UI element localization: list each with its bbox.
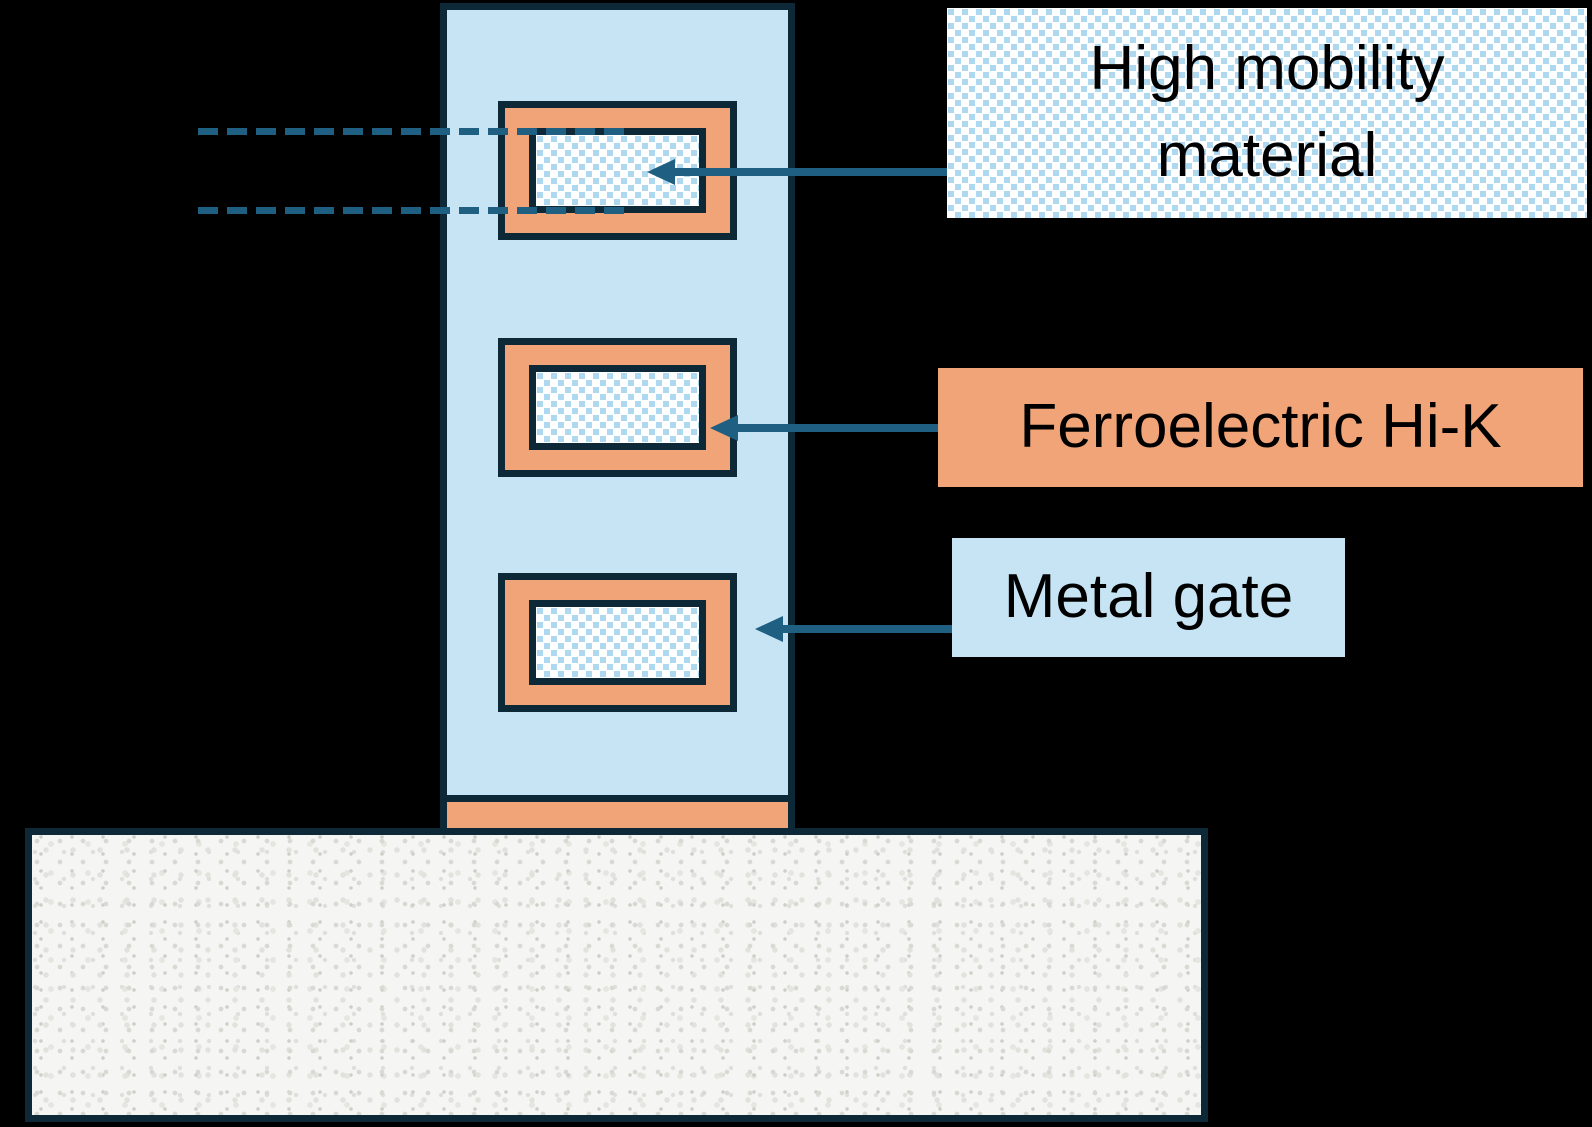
arrow-metal-gate-line [782, 625, 952, 633]
arrow-left-icon [755, 616, 783, 642]
label-ferroelectric-hi-k: Ferroelectric Hi-K [938, 368, 1583, 487]
arrow-left-icon [647, 159, 675, 185]
hik-shell-bottom [498, 573, 737, 712]
channel-core-bottom [529, 600, 706, 685]
arrow-high-mobility-line [674, 168, 947, 176]
substrate [25, 828, 1208, 1122]
arrow-ferroelectric-line [737, 424, 938, 432]
label-high-mobility-material: High mobility material [947, 8, 1587, 218]
label-metal-gate: Metal gate [952, 538, 1345, 657]
dashed-reference-line-top [198, 128, 630, 135]
dashed-reference-line-bottom [198, 207, 630, 214]
channel-core-middle [529, 365, 706, 450]
hik-base-layer [447, 795, 788, 828]
arrow-left-icon [710, 415, 738, 441]
hik-shell-middle [498, 338, 737, 477]
